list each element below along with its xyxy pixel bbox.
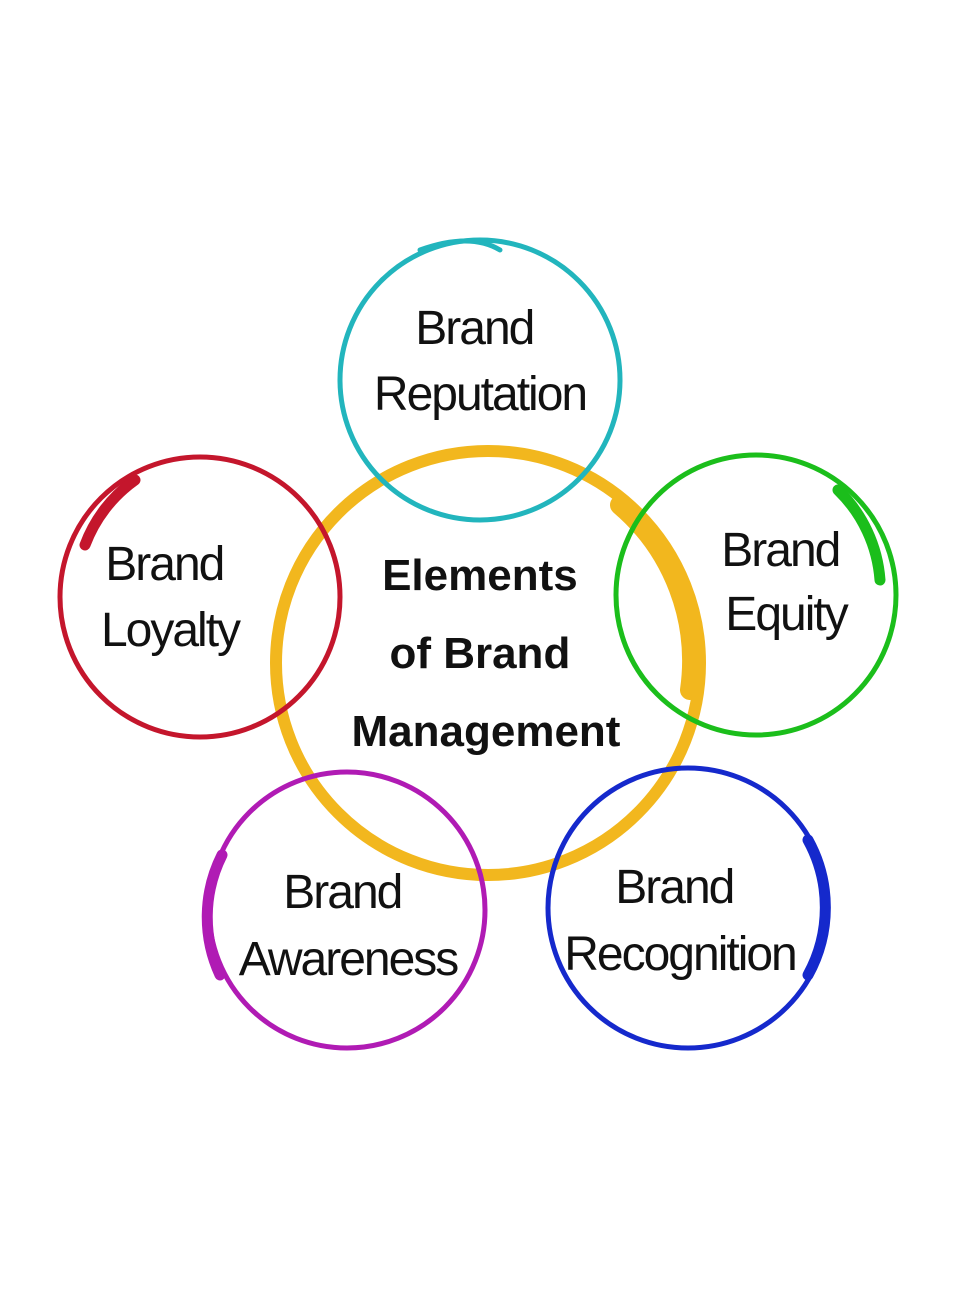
brand-recognition-line-1: Brand bbox=[615, 861, 733, 914]
brand-equity-line-1: Brand bbox=[721, 524, 839, 577]
element-brand-recognition: Brand Recognition bbox=[545, 765, 831, 1051]
brand-recognition-label: Brand Recognition bbox=[564, 861, 796, 981]
center-label: Elements of Brand Management bbox=[352, 551, 621, 756]
brand-reputation-ring-accent bbox=[417, 238, 503, 253]
element-brand-awareness: Brand Awareness bbox=[201, 769, 488, 1051]
center-ring-accent bbox=[610, 495, 702, 700]
brand-loyalty-line-1: Brand bbox=[105, 538, 223, 591]
brand-loyalty-ring-accent bbox=[79, 474, 141, 551]
brand-recognition-line-2: Recognition bbox=[564, 928, 796, 981]
element-brand-equity: Brand Equity bbox=[613, 452, 899, 738]
brand-reputation-line-2: Reputation bbox=[374, 368, 586, 421]
brand-equity-ring-accent bbox=[832, 484, 886, 586]
brand-loyalty-ring bbox=[57, 454, 343, 740]
center-element bbox=[270, 445, 706, 881]
center-line-3: Management bbox=[352, 707, 621, 756]
brand-recognition-ring-accent bbox=[802, 834, 831, 981]
brand-awareness-label: Brand Awareness bbox=[239, 866, 459, 986]
brand-equity-label: Brand Equity bbox=[721, 524, 850, 641]
brand-reputation-line-1: Brand bbox=[415, 302, 533, 355]
brand-loyalty-label: Brand Loyalty bbox=[101, 538, 241, 657]
element-brand-loyalty: Brand Loyalty bbox=[57, 454, 343, 740]
brand-loyalty-line-2: Loyalty bbox=[101, 604, 241, 657]
brand-equity-ring bbox=[613, 452, 899, 738]
center-line-1: Elements bbox=[382, 551, 578, 600]
brand-awareness-ring-accent bbox=[201, 849, 228, 981]
brand-equity-line-2: Equity bbox=[725, 588, 848, 641]
brand-reputation-label: Brand Reputation bbox=[374, 302, 586, 421]
center-line-2: of Brand bbox=[389, 629, 570, 678]
brand-awareness-line-2: Awareness bbox=[239, 933, 459, 986]
brand-awareness-line-1: Brand bbox=[283, 866, 401, 919]
element-brand-reputation: Brand Reputation bbox=[337, 237, 623, 523]
